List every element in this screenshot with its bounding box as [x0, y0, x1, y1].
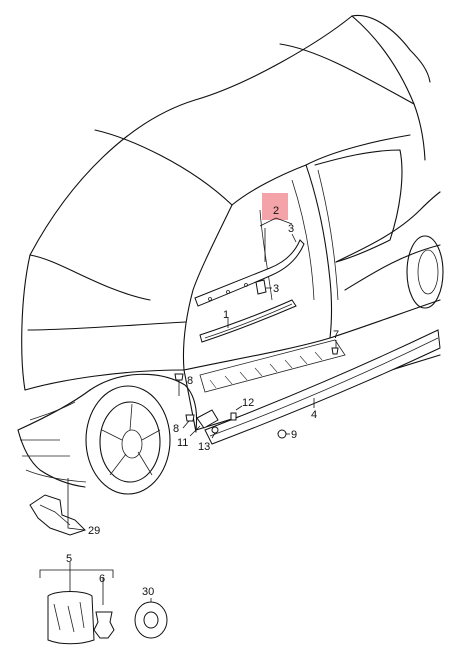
side-skirt	[204, 329, 441, 445]
callout-13: 13	[198, 441, 210, 453]
callout-3-upper: 3	[288, 223, 294, 235]
clip-6	[93, 611, 115, 639]
callout-3-lower: 3	[273, 283, 279, 295]
callout-29: 29	[88, 525, 100, 537]
leader-lines	[67, 217, 337, 583]
callout-8-upper: 8	[187, 375, 193, 387]
sill-trim	[199, 299, 297, 343]
callout-30: 30	[142, 586, 154, 598]
callout-9: 9	[291, 429, 297, 441]
callout-2: 2	[273, 205, 279, 217]
kit-parts	[39, 562, 168, 645]
callout-11: 11	[177, 437, 188, 449]
callout-4: 4	[311, 409, 317, 421]
callout-12: 12	[242, 397, 254, 409]
callout-2-highlight	[262, 193, 288, 220]
callout-7: 7	[333, 329, 339, 341]
sill-floor	[199, 339, 346, 393]
callout-8-lower: 8	[173, 423, 179, 435]
clip-3	[255, 279, 267, 295]
pillar-trim	[194, 239, 305, 307]
small-parts	[29, 347, 339, 536]
callout-1: 1	[223, 309, 229, 321]
callout-labels: 1 2 3 3 4 5 6 7 8 8 9 11 12 13 29 30	[66, 205, 339, 598]
callout-6: 6	[99, 573, 105, 585]
callout-5: 5	[66, 553, 72, 565]
car-body	[17, 14, 444, 495]
